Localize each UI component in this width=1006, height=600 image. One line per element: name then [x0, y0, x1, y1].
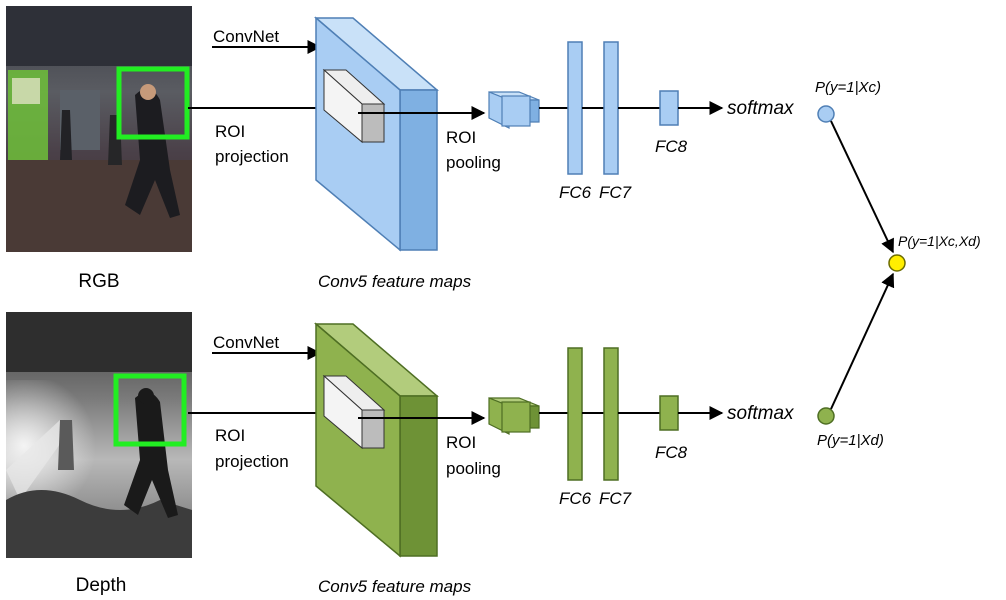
depth-input-caption: Depth [76, 575, 127, 596]
rgb-convnet-label: ConvNet [213, 27, 279, 46]
rgb-roi-pooling-label-2: pooling [446, 153, 501, 172]
rgb-conv5-feature-block [313, 16, 440, 252]
rgb-fc7-label: FC7 [599, 183, 632, 202]
rgb-prob-label: P(y=1|Xc) [815, 79, 881, 96]
depth-roi-pooling-label-2: pooling [446, 459, 501, 478]
rgb-fc7-layer [603, 41, 619, 175]
rgb-stream: RGB ConvNet ROI projection Conv5 feature… [6, 6, 881, 292]
rgb-roi-box [116, 66, 190, 140]
rgb-fc8-layer [659, 90, 679, 126]
depth-pooled-cube [488, 397, 540, 435]
depth-prob-node [817, 407, 835, 425]
rgb-roi-projection-label-2: projection [215, 147, 289, 166]
depth-stream: Depth ConvNet ROI projection Conv5 featu… [6, 312, 884, 596]
depth-roi-projection-label-2: projection [215, 452, 289, 471]
depth-fc7-label: FC7 [599, 489, 632, 508]
depth-fc7-layer [603, 347, 619, 481]
rgb-roi-pooling-label-1: ROI [446, 128, 476, 147]
rgb-fc8-label: FC8 [655, 137, 688, 156]
rgb-input-caption: RGB [78, 271, 119, 292]
rgb-to-fusion-arrow [830, 120, 894, 254]
rgb-roi-projection-label-1: ROI [215, 122, 245, 141]
depth-to-fusion-arrow [830, 272, 895, 410]
depth-convnet-label: ConvNet [213, 333, 279, 352]
depth-roi-projection-label-1: ROI [215, 426, 245, 445]
rgb-pooled-cube [488, 91, 540, 129]
depth-fc8-layer [659, 395, 679, 431]
depth-fc6-layer [567, 347, 583, 481]
depth-prob-label: P(y=1|Xd) [817, 432, 884, 449]
depth-fc8-label: FC8 [655, 443, 688, 462]
rgb-prob-node [817, 105, 835, 123]
fusion: P(y=1|Xc,Xd) [830, 120, 981, 410]
rgb-feature-maps-label: Conv5 feature maps [318, 272, 472, 291]
depth-feature-maps-label: Conv5 feature maps [318, 577, 472, 596]
depth-fc6-label: FC6 [559, 489, 592, 508]
depth-roi-pooling-label-1: ROI [446, 433, 476, 452]
rgb-input-image [6, 6, 192, 252]
rgb-softmax-label: softmax [727, 98, 795, 119]
rgb-fc6-label: FC6 [559, 183, 592, 202]
depth-roi-box [113, 373, 187, 447]
depth-conv5-feature-block [313, 322, 440, 558]
rgb-fc6-layer [567, 41, 583, 175]
fusion-prob-label: P(y=1|Xc,Xd) [898, 233, 981, 249]
fusion-prob-node [888, 254, 906, 272]
depth-input-image [6, 312, 192, 558]
depth-softmax-label: softmax [727, 403, 795, 424]
